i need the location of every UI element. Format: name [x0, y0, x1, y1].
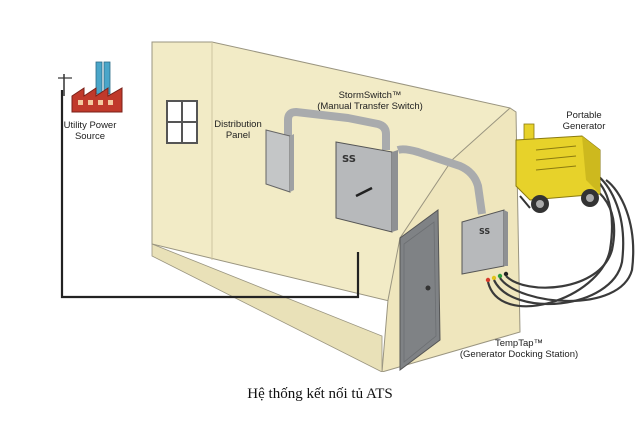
label-temptap: TempTap™ (Generator Docking Station)	[459, 338, 579, 360]
label-portable-generator: Portable Generator	[562, 110, 606, 132]
utility-power-source-icon	[58, 61, 123, 113]
temptap-logo-icon: SS	[479, 227, 490, 236]
conduit-switch-to-docking	[396, 145, 486, 215]
transfer-switch-handle	[355, 186, 373, 198]
wall-base	[151, 243, 383, 372]
door	[399, 209, 441, 371]
generator-cables	[486, 174, 635, 308]
portable-generator-icon	[515, 123, 601, 213]
window	[166, 100, 198, 144]
utility-service-line	[60, 90, 360, 299]
label-utility-power-source: Utility Power Source	[63, 120, 117, 142]
label-distribution-panel: Distribution Panel	[214, 119, 262, 141]
door-knob	[425, 285, 431, 291]
label-stormswitch: StormSwitch™ (Manual Transfer Switch)	[317, 90, 423, 112]
stormswitch-logo-icon: SS	[342, 154, 356, 165]
ats-system-diagram: SS SS	[58, 41, 635, 372]
temptap-docking-station: SS	[461, 209, 509, 283]
conduit-panel-to-switch	[284, 108, 390, 150]
figure-caption: Hệ thống kết nối tủ ATS	[247, 386, 393, 402]
distribution-panel	[265, 129, 294, 193]
manual-transfer-switch: SS	[335, 141, 398, 233]
